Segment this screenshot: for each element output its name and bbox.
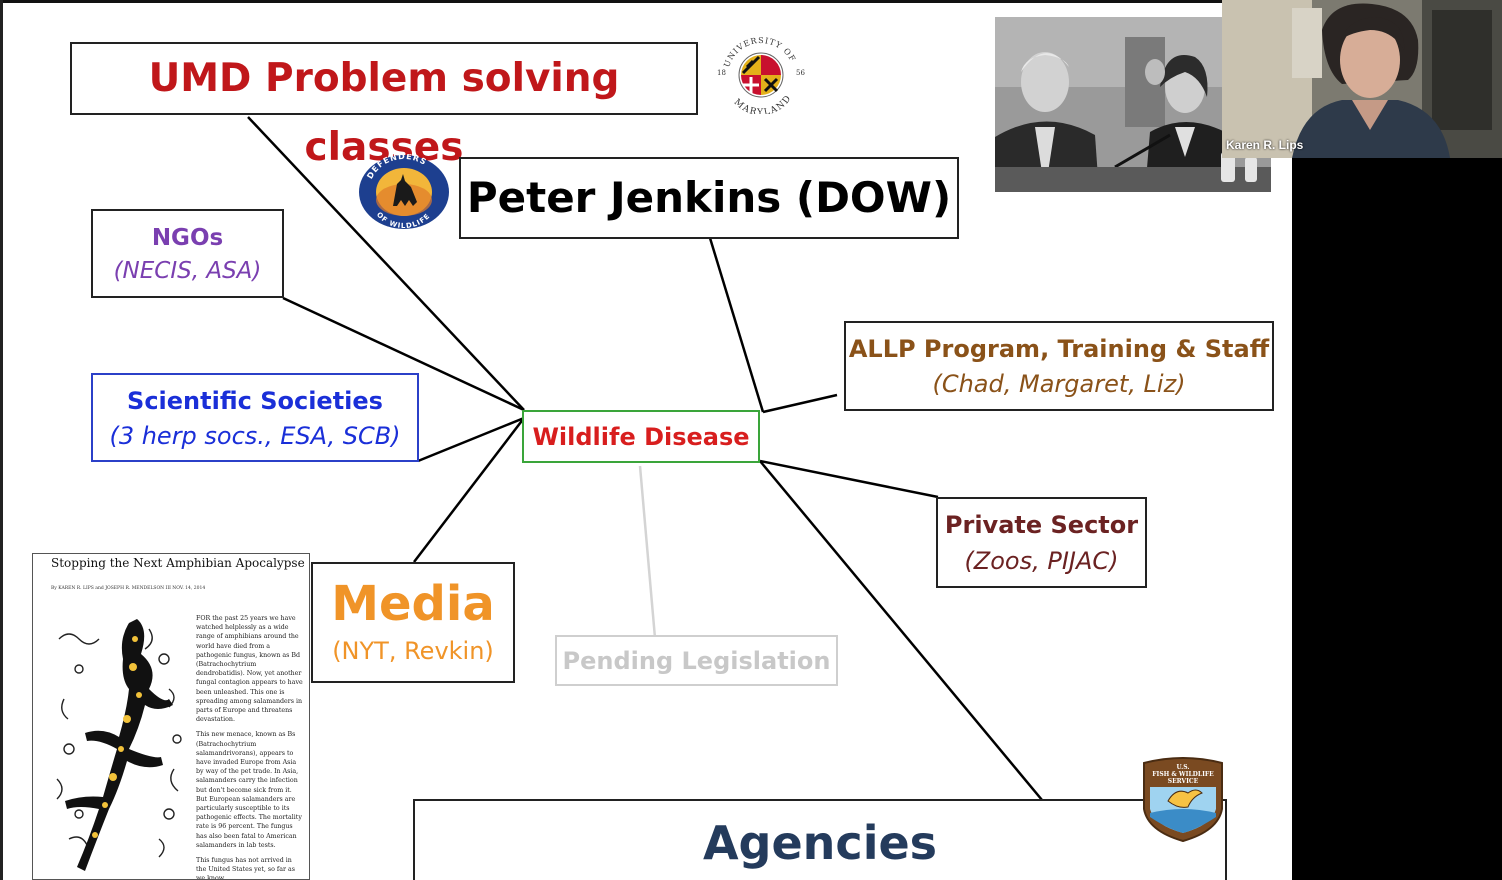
ngos-title: NGOs bbox=[151, 225, 224, 251]
umd-classes-label: UMD Problem solving classes bbox=[148, 56, 620, 170]
link-agencies bbox=[759, 460, 1043, 801]
pending-legislation-label: Pending Legislation bbox=[562, 647, 831, 675]
presentation-slide: UMD Problem solving classes UNIVERSITY O… bbox=[0, 0, 1292, 880]
allp-program-subtitle: (Chad, Margaret, Liz) bbox=[932, 370, 1186, 398]
salamander-illustration bbox=[49, 609, 194, 879]
participant-name: Karen R. Lips bbox=[1226, 138, 1304, 152]
article-paragraph: This new menace, known as Bs (Batrachoch… bbox=[196, 731, 302, 849]
university-of-maryland-seal-icon: UNIVERSITY OF MARYLAND 18 56 bbox=[717, 36, 805, 114]
ngos-subtitle: (NECIS, ASA) bbox=[113, 258, 262, 284]
slide-left-border bbox=[0, 0, 3, 880]
connector-lines bbox=[247, 116, 1043, 801]
svg-text:56: 56 bbox=[796, 69, 805, 77]
link-ngos bbox=[282, 296, 525, 412]
private-sector-title: Private Sector bbox=[944, 511, 1139, 539]
allp-program-title: ALLP Program, Training & Staff bbox=[848, 335, 1270, 363]
umd-classes-box: UMD Problem solving classes bbox=[70, 42, 698, 170]
pending-legislation-box: Pending Legislation bbox=[555, 635, 838, 686]
ngos-box: NGOs (NECIS, ASA) bbox=[91, 209, 284, 298]
scientific-societies-box: Scientific Societies (3 herp socs., ESA,… bbox=[91, 373, 419, 462]
private-sector-subtitle: (Zoos, PIJAC) bbox=[964, 547, 1119, 575]
scientific-societies-subtitle: (3 herp socs., ESA, SCB) bbox=[109, 422, 401, 450]
link-umd bbox=[247, 116, 525, 411]
link-pending bbox=[638, 465, 657, 639]
svg-text:18: 18 bbox=[717, 69, 726, 77]
link-private bbox=[759, 459, 939, 499]
article-body: FOR the past 25 years we have watched he… bbox=[196, 614, 304, 880]
link-media bbox=[413, 417, 525, 563]
scientific-societies-title: Scientific Societies bbox=[127, 387, 383, 415]
media-subtitle: (NYT, Revkin) bbox=[332, 637, 494, 665]
article-paragraph: FOR the past 25 years we have watched he… bbox=[196, 615, 303, 724]
peter-jenkins-box: Peter Jenkins (DOW) bbox=[459, 157, 959, 239]
svg-text:U.S.: U.S. bbox=[1177, 764, 1190, 771]
svg-text:FISH & WILDLIFE: FISH & WILDLIFE bbox=[1152, 771, 1214, 778]
peter-jenkins-label: Peter Jenkins (DOW) bbox=[466, 173, 952, 222]
media-title: Media bbox=[331, 576, 495, 632]
us-fish-wildlife-service-shield-icon: U.S. FISH & WILDLIFE SERVICE bbox=[1143, 757, 1223, 843]
slide-top-border bbox=[0, 0, 1292, 3]
link-dow bbox=[708, 237, 765, 413]
svg-text:SERVICE: SERVICE bbox=[1168, 778, 1199, 785]
participant-video-tile[interactable]: Karen R. Lips bbox=[1222, 0, 1502, 158]
link-sci bbox=[417, 416, 525, 463]
article-byline: By KAREN R. LIPS and JOSEPH R. MENDELSON… bbox=[51, 586, 206, 591]
media-box: Media (NYT, Revkin) bbox=[311, 562, 515, 683]
link-allp bbox=[762, 393, 838, 414]
private-sector-box: Private Sector (Zoos, PIJAC) bbox=[936, 497, 1147, 588]
allp-program-box: ALLP Program, Training & Staff (Chad, Ma… bbox=[844, 321, 1274, 411]
agencies-box: Agencies bbox=[413, 799, 1227, 880]
defenders-of-wildlife-wolf-icon: DEFENDERS OF WILDLIFE bbox=[359, 154, 449, 230]
wildlife-disease-center-box: Wildlife Disease bbox=[522, 410, 760, 463]
nyt-article-clipping: Stopping the Next Amphibian Apocalypse B… bbox=[32, 553, 310, 880]
article-title: Stopping the Next Amphibian Apocalypse bbox=[51, 556, 305, 570]
agencies-label: Agencies bbox=[702, 816, 938, 870]
participant-video-feed bbox=[1222, 0, 1502, 158]
wildlife-disease-label: Wildlife Disease bbox=[532, 423, 750, 451]
article-paragraph: This fungus has not arrived in the Unite… bbox=[196, 857, 295, 880]
